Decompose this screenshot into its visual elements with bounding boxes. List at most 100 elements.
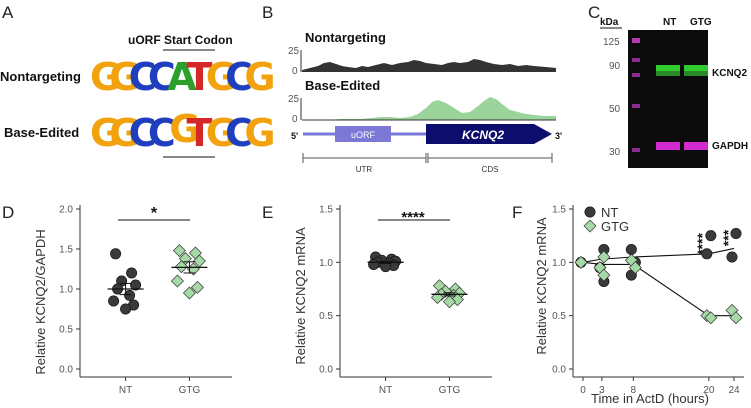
- chart-e-ytick-label: 1.5: [319, 205, 333, 216]
- lane-label-gtg: GTG: [690, 17, 712, 28]
- utr-label: UTR: [356, 165, 373, 174]
- chart-f-point: [705, 230, 717, 242]
- track-ymin-base-edited: 0: [292, 114, 298, 125]
- chart-d-point: [110, 248, 122, 260]
- chart-f-ylabel: Relative KCNQ2 mRNA: [534, 217, 549, 355]
- logo-letter: G: [109, 111, 140, 155]
- chart-f-point: [625, 244, 637, 256]
- cds-arrow: [426, 124, 552, 144]
- chart-d-point: [174, 260, 188, 274]
- chart-d-significance: *: [151, 205, 158, 222]
- chart-d-ytick-label: 0.0: [59, 365, 73, 376]
- marker-90: 90: [609, 61, 621, 72]
- chart-e-ytick-label: 0.0: [319, 365, 333, 376]
- logo-letter: A: [167, 55, 197, 99]
- ladder-band-30: [632, 148, 640, 152]
- chart-d-point: [170, 274, 184, 288]
- chart-d-point: [190, 280, 204, 294]
- logo-letter: C: [148, 55, 176, 99]
- uorf-box: [335, 126, 391, 142]
- kcnq2-band-nt: [656, 65, 680, 71]
- gapdh-band-gtg: [684, 142, 708, 150]
- chart-e-xtick-label: GTG: [439, 385, 461, 396]
- chart-d-point: [126, 267, 138, 279]
- cds-arrow-label: KCNQ2: [462, 128, 504, 142]
- chart-f-xtick-label: 0: [580, 385, 586, 396]
- track-ymax-nontargeting: 25: [288, 46, 300, 57]
- chart-f-xtick-label: 20: [703, 385, 715, 396]
- logo-letter: C: [225, 55, 253, 99]
- chart-d-point: [120, 303, 132, 315]
- chart-d-point: [182, 286, 196, 300]
- chart-d-ylabel: Relative KCNQ2/GAPDH: [33, 229, 48, 374]
- track-title-base-edited: Base-Edited: [305, 78, 380, 93]
- uorf-start-codon-title: uORF Start Codon: [128, 33, 233, 47]
- logo-letter: C: [148, 111, 176, 155]
- five-prime-label: 5': [291, 131, 298, 141]
- chart-e-point: [442, 295, 456, 309]
- chart-d-point: [130, 279, 142, 291]
- gapdh-band-nt: [656, 142, 680, 150]
- chart-f-point: [701, 248, 713, 260]
- chart-e-ylabel: Relative KCNQ2 mRNA: [293, 227, 308, 365]
- logo-letter: G: [109, 55, 140, 99]
- chart-f-point: [704, 311, 718, 325]
- panel-e-label: E: [262, 203, 273, 222]
- kda-label: kDa: [600, 17, 619, 28]
- chart-d: Relative KCNQ2/GAPDH * 0.00.51.01.52.0NT…: [33, 205, 232, 396]
- logo-letter: C: [129, 111, 157, 155]
- chart-f-xtick-label: 8: [631, 385, 637, 396]
- logo-letter: G: [244, 111, 275, 155]
- chart-f-legend-label: GTG: [601, 219, 629, 234]
- chart-f-point: [729, 311, 743, 325]
- logo-letter: C: [129, 55, 157, 99]
- kcnq2-band-gtg: [684, 65, 708, 71]
- cds-label: CDS: [482, 165, 499, 174]
- chart-f-xtick-label: 24: [728, 385, 740, 396]
- chart-f-legend-marker: [584, 206, 596, 218]
- chart-f: Relative KCNQ2 mRNA Time in ActD (hours)…: [534, 205, 744, 406]
- chart-d-xtick-label: NT: [119, 385, 132, 396]
- chart-d-point: [124, 289, 136, 301]
- ladder-band-75: [632, 73, 640, 77]
- chart-d-ytick-label: 0.5: [59, 325, 73, 336]
- coverage-panel: Nontargeting 25 0 Base-Edited 25 0 5' uO…: [288, 30, 562, 174]
- row-label-nontargeting: Nontargeting: [0, 69, 81, 84]
- chart-f-point: [597, 268, 611, 282]
- chart-f-point: [597, 250, 611, 264]
- chart-d-ytick-label: 1.5: [59, 245, 73, 256]
- chart-f-point: [730, 228, 742, 240]
- chart-f-line-gtg: [582, 261, 734, 317]
- row-label-base-edited: Base-Edited: [4, 125, 79, 140]
- band-label-gapdh: GAPDH: [712, 141, 748, 152]
- panel-c-label: C: [588, 3, 600, 22]
- track-title-nontargeting: Nontargeting: [305, 30, 386, 45]
- panel-d-label: D: [2, 203, 14, 222]
- track-ymin-nontargeting: 0: [292, 66, 298, 77]
- logo-letter: G: [206, 55, 237, 99]
- chart-f-legend-label: NT: [601, 205, 618, 220]
- chart-f-legend-marker: [583, 219, 597, 233]
- marker-50: 50: [609, 104, 621, 115]
- chart-f-point: [628, 261, 642, 275]
- logo-letter: G: [244, 55, 275, 99]
- logo-letter: C: [225, 111, 253, 155]
- panel-b-label: B: [262, 3, 273, 22]
- band-label-kcnq2: KCNQ2: [712, 68, 747, 79]
- logo-letter: G: [169, 107, 200, 151]
- logo-letter: T: [187, 111, 213, 155]
- panel-f-label: F: [512, 203, 522, 222]
- chart-d-ytick-label: 2.0: [59, 205, 73, 216]
- chart-e-point: [368, 258, 380, 270]
- chart-f-ytick-label: 1.0: [552, 258, 566, 269]
- lane-label-nt: NT: [663, 17, 676, 28]
- kcnq2-band-gtg-lower: [684, 71, 708, 76]
- ladder-band-50: [632, 104, 640, 108]
- chart-d-point: [108, 295, 120, 307]
- panel-a-label: A: [2, 3, 14, 22]
- chart-f-xtick-label: 3: [599, 385, 605, 396]
- coverage-nontargeting: [302, 59, 556, 72]
